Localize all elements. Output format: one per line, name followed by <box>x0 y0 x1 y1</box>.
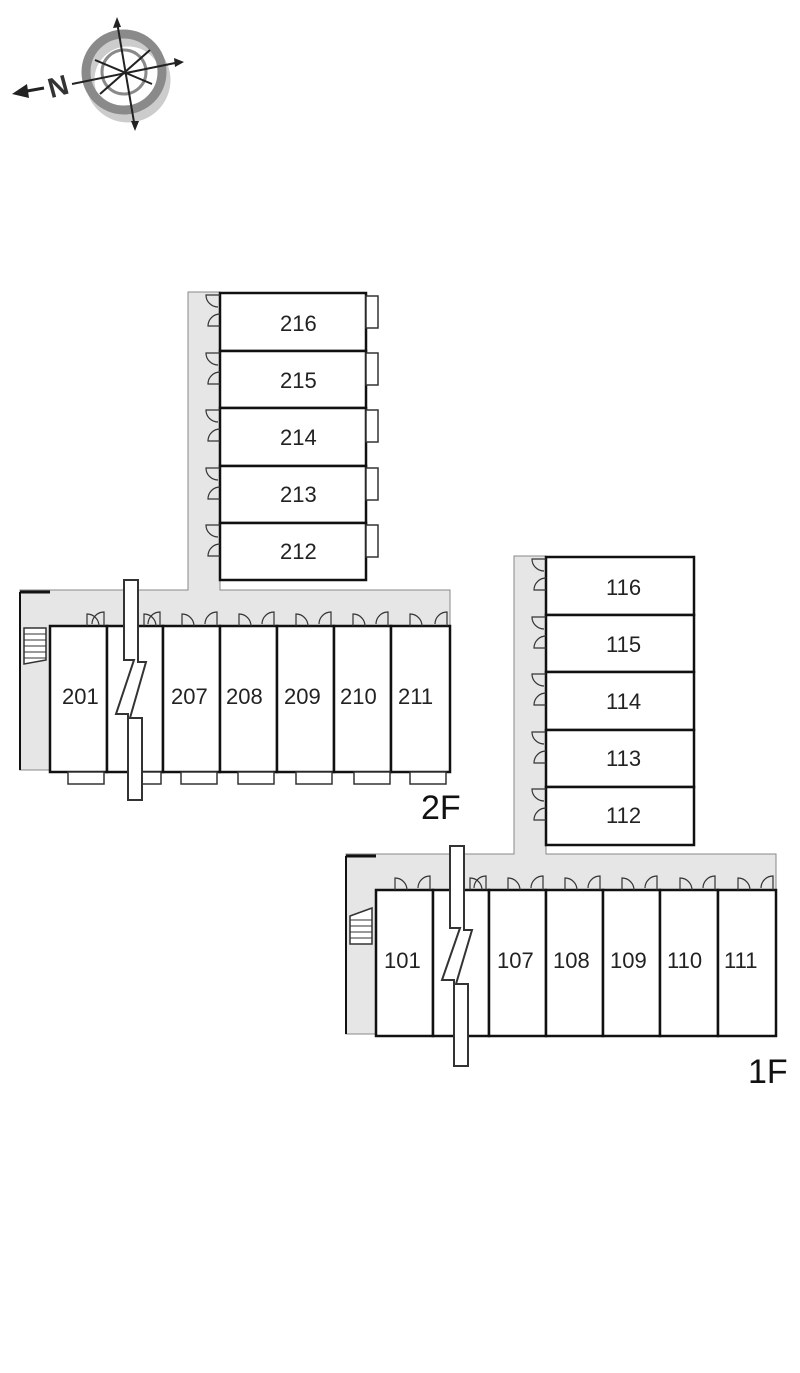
unit-label: 109 <box>610 948 647 973</box>
unit-label: 110 <box>667 948 702 973</box>
break-symbol <box>114 579 148 801</box>
compass-rose-icon: N <box>12 17 184 131</box>
unit-107: 107 <box>487 888 548 1038</box>
unit-213: 213 <box>218 464 379 525</box>
balconies <box>67 771 447 785</box>
break-symbol <box>440 845 474 1067</box>
unit-116: 116 <box>544 555 696 617</box>
unit-label: 113 <box>606 746 641 771</box>
unit-201: 201 <box>48 624 109 774</box>
wing-door-swings <box>205 294 221 557</box>
stair-icon <box>23 627 47 665</box>
north-label: N <box>44 69 72 104</box>
unit-210: 210 <box>332 624 393 774</box>
unit-109: 109 <box>601 888 662 1038</box>
unit-207: 207 <box>161 624 222 774</box>
unit-115: 115 <box>544 613 696 674</box>
unit-label: 116 <box>606 575 641 600</box>
unit-113: 113 <box>544 728 696 789</box>
wing-door-swings <box>531 558 547 821</box>
unit-label: 215 <box>280 368 317 393</box>
unit-label: 111 <box>724 948 757 973</box>
unit-label: 207 <box>171 684 208 709</box>
stair-icon <box>349 906 373 945</box>
unit-label: 101 <box>384 948 421 973</box>
unit-108: 108 <box>544 888 605 1038</box>
unit-112: 112 <box>544 785 696 847</box>
unit-label: 212 <box>280 539 317 564</box>
unit-label: 211 <box>398 684 433 709</box>
floor-label-1f: 1F <box>748 1053 788 1091</box>
unit-label: 214 <box>280 425 317 450</box>
unit-label: 114 <box>606 689 641 714</box>
floor-2f: 201 207 208 209 210 211 <box>19 291 461 827</box>
unit-214: 214 <box>218 406 379 468</box>
unit-212: 212 <box>218 521 379 582</box>
floor-1f: 101 107 108 109 110 111 <box>345 555 788 1091</box>
unit-label: 115 <box>606 632 641 657</box>
unit-208: 208 <box>218 624 279 774</box>
unit-label: 201 <box>62 684 99 709</box>
unit-111: 111 <box>716 888 778 1038</box>
unit-114: 114 <box>544 670 696 732</box>
door-swings <box>86 611 448 627</box>
unit-215: 215 <box>218 349 379 410</box>
unit-label: 108 <box>553 948 590 973</box>
unit-label: 216 <box>280 311 317 336</box>
unit-label: 209 <box>284 684 321 709</box>
unit-209: 209 <box>275 624 336 774</box>
unit-216: 216 <box>218 291 379 353</box>
unit-label: 210 <box>340 684 377 709</box>
unit-101: 101 <box>374 888 435 1038</box>
unit-211: 211 <box>389 624 452 774</box>
unit-110: 110 <box>658 888 720 1038</box>
unit-label: 107 <box>497 948 534 973</box>
unit-label: 112 <box>606 803 641 828</box>
door-swings <box>394 875 774 891</box>
floor-label-2f: 2F <box>421 789 461 827</box>
unit-label: 208 <box>226 684 263 709</box>
unit-label: 213 <box>280 482 317 507</box>
